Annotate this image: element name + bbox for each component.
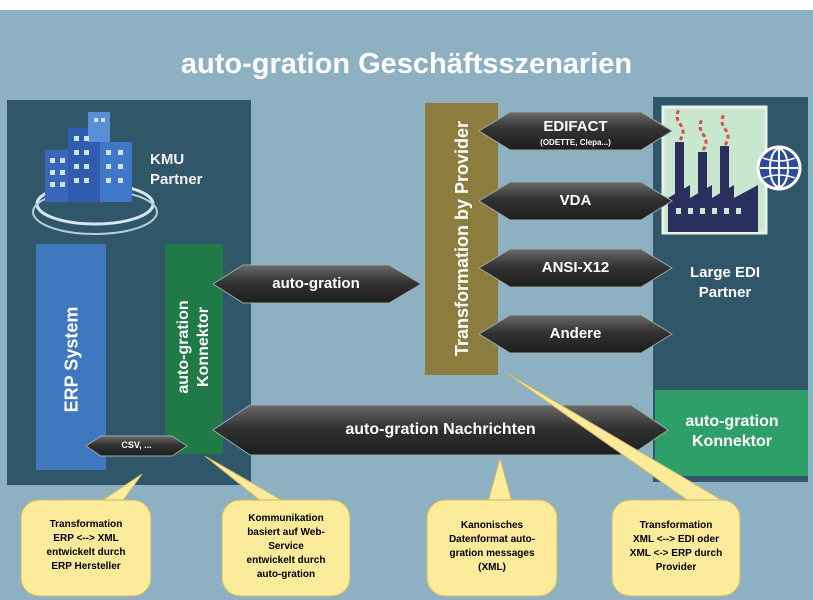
kmu-label-line1: KMU: [150, 151, 185, 168]
arrow-csv: [85, 435, 188, 457]
globe-icon: [756, 145, 802, 191]
arrow-edifact-sublabel: (ODETTE, Clepa...): [540, 138, 611, 147]
kmu-label-line2: Partner: [150, 171, 203, 188]
callout-erp-text: Transformation ERP <--> XML entwickelt d…: [26, 518, 146, 574]
callout-kanonisch-line: Datenformat auto-: [448, 534, 536, 545]
connector-right-label: auto-gration Konnektor: [662, 412, 802, 452]
erp-system-block: [36, 244, 106, 470]
connector-left-label: auto-gration Konnektor: [174, 267, 214, 427]
arrow-andere-label: Andere: [549, 325, 602, 342]
callout-provider: [504, 371, 741, 597]
callout-kanonisch-text: Kanonisches Datenformat auto- gration me…: [431, 519, 553, 575]
connector-left-line1: auto-gration: [175, 300, 192, 394]
arrow-edifact-label: EDIFACT: [543, 118, 608, 135]
arrow-auto-gration: [212, 264, 422, 304]
arrow-vda-label: VDA: [559, 192, 592, 209]
erp-system-label: ERP System: [61, 306, 82, 413]
callout-provider-line: XML <--> EDI oder: [633, 534, 719, 545]
callout-erp-line: ERP Hersteller: [51, 561, 121, 572]
callout-erp-line: Transformation: [49, 519, 123, 530]
large-edi-label-line1: Large EDI: [689, 264, 761, 281]
factory-icon: [661, 105, 768, 235]
connector-right-block: [655, 390, 808, 476]
arrow-nachrichten: [212, 404, 669, 456]
diagram-title: auto-gration Geschäftsszenarien: [180, 48, 633, 80]
arrow-vda: [478, 181, 673, 221]
arrow-ansi-x12: [478, 248, 673, 288]
callout-erp: [20, 473, 152, 597]
callout-kanonisch-line: (XML): [478, 562, 506, 573]
callout-erp-line: entwickelt durch: [46, 547, 126, 558]
arrow-nachrichten-label: auto-gration Nachrichten: [345, 421, 536, 438]
arrow-edifact: [478, 111, 673, 151]
large-edi-partner-label: Large EDI Partner: [670, 263, 780, 303]
callout-kommunikation-text: Kommunikation basiert auf Web- Service e…: [226, 512, 346, 582]
callout-kommunikation-line: Kommunikation: [248, 513, 324, 524]
callout-erp-line: ERP <--> XML: [53, 533, 119, 544]
large-edi-label-line2: Partner: [698, 284, 752, 301]
callout-provider-text: Transformation XML <--> EDI oder XML <->…: [616, 519, 736, 575]
arrow-csv-label: CSV, ...: [121, 440, 152, 450]
connector-right-line1: auto-gration: [685, 413, 779, 430]
callout-kanonisch-line: Kanonisches: [460, 520, 524, 531]
kmu-partner-label: KMU Partner: [150, 150, 203, 190]
callout-kanonisch-line: gration messages: [449, 548, 535, 559]
callout-kommunikation-line: auto-gration: [256, 569, 316, 580]
callout-provider-line: Transformation: [639, 520, 713, 531]
callout-provider-line: XML <-> ERP durch: [629, 548, 723, 559]
callout-kommunikation-line: Service: [268, 541, 304, 552]
connector-right-line2: Konnektor: [692, 433, 772, 450]
arrow-auto-gration-label: auto-gration: [272, 275, 360, 292]
office-building-icon: [32, 112, 158, 235]
connector-left-line2: Konnektor: [195, 307, 212, 387]
callout-kommunikation-line: basiert auf Web-: [247, 527, 325, 538]
callout-kommunikation: [204, 455, 351, 597]
transformation-provider-label: Transformation by Provider: [452, 120, 472, 357]
arrow-ansi-label: ANSI-X12: [541, 259, 610, 276]
callout-provider-line: Provider: [655, 562, 697, 573]
callout-kommunikation-line: entwickelt durch: [246, 555, 326, 566]
callout-kanonisch: [426, 456, 558, 597]
connector-left-block: [165, 244, 223, 454]
arrow-andere: [478, 314, 673, 354]
